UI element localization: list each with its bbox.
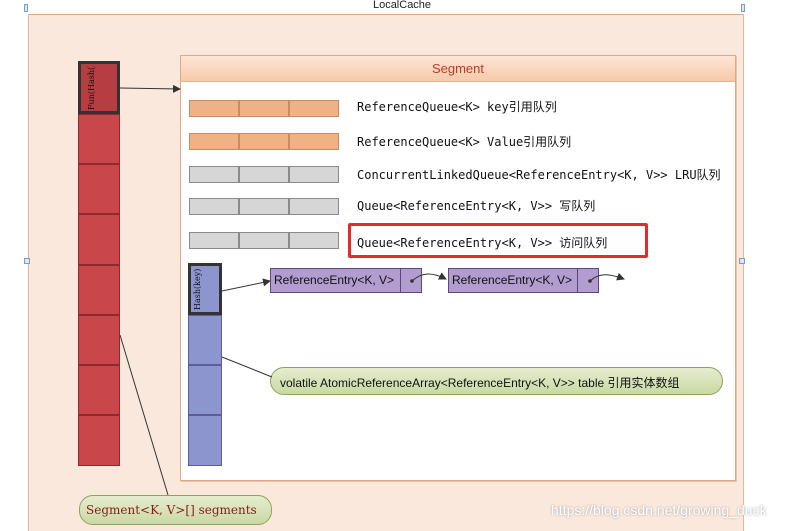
segments-array-cell[interactable]: [78, 415, 120, 466]
segments-array-cell[interactable]: [78, 164, 120, 214]
segments-array-cell[interactable]: [78, 114, 120, 164]
table-callout-text: volatile AtomicReferenceArray<ReferenceE…: [280, 376, 680, 390]
hash-function-label: Fun(Hash(key)): [87, 66, 96, 110]
entry-next-pointer: [400, 269, 421, 292]
segments-array-cell[interactable]: [78, 265, 120, 315]
segments-array-cell[interactable]: [78, 315, 120, 365]
queue-cell[interactable]: [189, 166, 239, 183]
queue-label: ReferenceQueue<K> key引用队列: [357, 100, 557, 114]
queue-cell[interactable]: [289, 133, 339, 150]
queue-cell[interactable]: [289, 166, 339, 183]
queue-label: ReferenceQueue<K> Value引用队列: [357, 135, 572, 149]
resize-handle-top-right[interactable]: [741, 4, 745, 12]
segment-header: [181, 56, 735, 82]
segments-array-cell[interactable]: [78, 214, 120, 265]
queue-cell[interactable]: [239, 100, 289, 117]
watermark: https://blog.csdn.net/growing_duck: [551, 502, 767, 518]
segments-array-cell[interactable]: Fun(Hash(key)): [78, 61, 120, 114]
queue-cell[interactable]: [239, 232, 289, 249]
reference-entry-label: ReferenceEntry<K, V>: [274, 273, 395, 287]
title-bar: [0, 0, 804, 14]
segments-callout-text: Segment<K, V>[] segments: [86, 503, 257, 517]
queue-cell[interactable]: [289, 232, 339, 249]
window-title: LocalCache: [372, 0, 432, 11]
queue-cell[interactable]: [189, 198, 239, 215]
table-callout[interactable]: volatile AtomicReferenceArray<ReferenceE…: [270, 367, 723, 395]
resize-handle-top-left[interactable]: [24, 4, 28, 12]
resize-handle-left[interactable]: [24, 258, 30, 264]
right-margin: [745, 14, 804, 531]
queue-cell[interactable]: [289, 100, 339, 117]
segment-title: Segment: [431, 61, 485, 76]
reference-entry-label: ReferenceEntry<K, V>: [452, 273, 573, 287]
segments-array-cell[interactable]: [78, 365, 120, 415]
table-cell[interactable]: [188, 315, 222, 365]
queue-cell[interactable]: [239, 166, 289, 183]
table-cell[interactable]: [188, 415, 222, 466]
reference-entry[interactable]: ReferenceEntry<K, V>: [448, 268, 599, 293]
segments-callout[interactable]: Segment<K, V>[] segments: [79, 495, 272, 525]
table-cell[interactable]: Hash(key): [188, 263, 222, 315]
queue-cell[interactable]: [189, 133, 239, 150]
queue-cell[interactable]: [189, 232, 239, 249]
reference-entry[interactable]: ReferenceEntry<K, V>: [270, 268, 422, 293]
queue-label: Queue<ReferenceEntry<K, V>> 写队列: [357, 199, 596, 213]
table-hash-label: Hash(key): [193, 268, 202, 310]
queue-cell[interactable]: [189, 100, 239, 117]
entry-next-pointer: [577, 269, 598, 292]
resize-handle-right[interactable]: [739, 258, 745, 264]
queue-cell[interactable]: [239, 133, 289, 150]
queue-cell[interactable]: [289, 198, 339, 215]
queue-label: Queue<ReferenceEntry<K, V>> 访问队列: [357, 236, 608, 250]
table-cell[interactable]: [188, 365, 222, 415]
queue-label: ConcurrentLinkedQueue<ReferenceEntry<K, …: [357, 168, 721, 182]
left-margin: [0, 14, 28, 531]
highlight-box: [348, 223, 648, 258]
queue-cell[interactable]: [239, 198, 289, 215]
